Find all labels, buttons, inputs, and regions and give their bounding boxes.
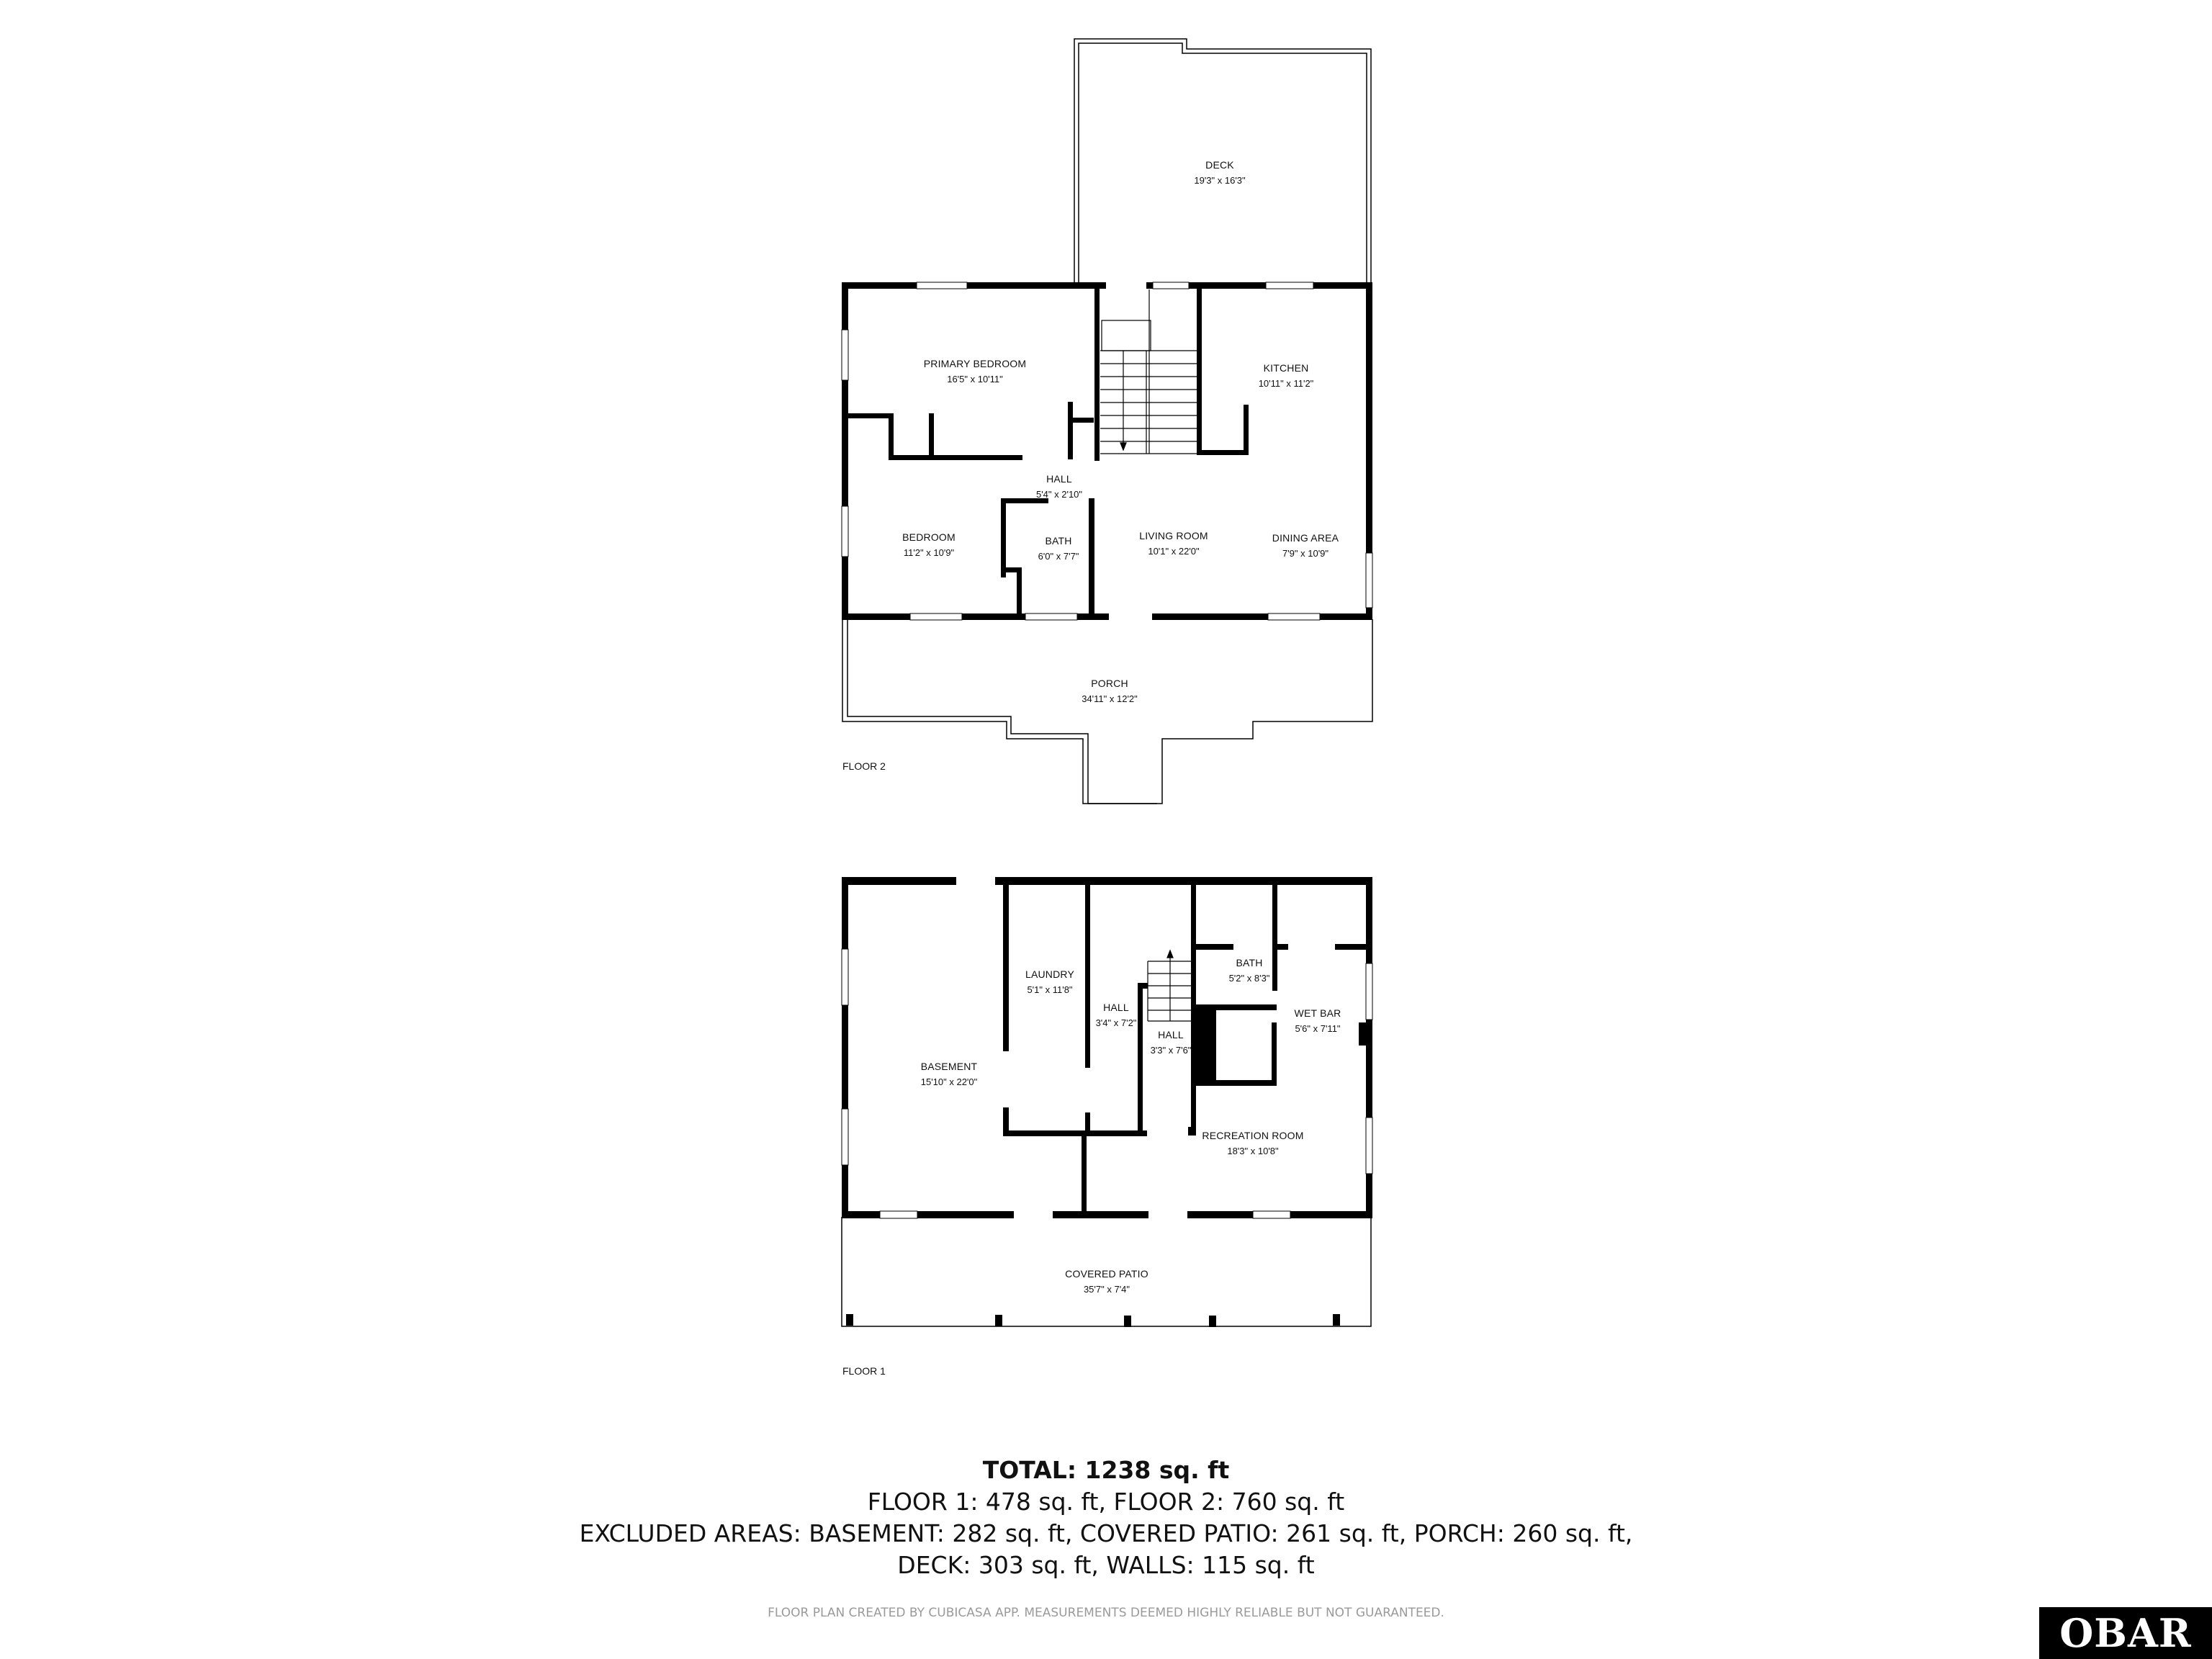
floor-1-doors <box>956 876 1187 1219</box>
floor-1-stairs <box>1147 949 1191 1022</box>
room-name: HALL <box>1103 1002 1129 1014</box>
room-basement: BASEMENT 15'10" x 22'0" <box>921 1059 978 1089</box>
room-name: BATH <box>1045 535 1072 547</box>
room-name: DECK <box>1205 159 1234 171</box>
room-dimensions: 18'3" x 10'8" <box>1227 1145 1279 1156</box>
room-dimensions: 5'6" x 7'11" <box>1295 1022 1341 1034</box>
disclaimer: FLOOR PLAN CREATED BY CUBICASA APP. MEAS… <box>768 1606 1444 1620</box>
room-covered-patio: COVERED PATIO 35'7" x 7'4" <box>1065 1267 1148 1297</box>
room-hall-2-floor1: HALL 3'3" x 7'6" <box>1151 1028 1192 1058</box>
covered-patio-posts <box>846 1314 1340 1327</box>
room-dimensions: 16'5" x 10'11" <box>947 373 1003 385</box>
room-name: HALL <box>1158 1029 1184 1041</box>
room-living-room: LIVING ROOM 10'1" x 22'0" <box>1139 529 1208 559</box>
excluded-areas-line-1: EXCLUDED AREAS: BASEMENT: 282 sq. ft, CO… <box>579 1519 1633 1547</box>
floor-2-label: FLOOR 2 <box>842 760 886 772</box>
room-laundry: LAUNDRY 5'1" x 11'8" <box>1025 967 1074 997</box>
deck-outline <box>1074 38 1372 282</box>
floor-1-drawing <box>841 876 1373 1327</box>
room-dimensions: 7'9" x 10'9" <box>1282 547 1329 559</box>
room-hall-floor2: HALL 5'4" x 2'10" <box>1036 472 1082 502</box>
room-name: BATH <box>1236 957 1263 969</box>
room-dimensions: 5'2" x 8'3" <box>1228 972 1270 984</box>
room-dimensions: 19'3" x 16'3" <box>1194 174 1246 186</box>
covered-patio-outline <box>841 1217 1372 1327</box>
floor-1-label: FLOOR 1 <box>842 1365 886 1377</box>
room-bedroom: BEDROOM 11'2" x 10'9" <box>902 530 956 560</box>
room-bath-floor1: BATH 5'2" x 8'3" <box>1229 956 1270 986</box>
total-area: TOTAL: 1238 sq. ft <box>982 1456 1230 1484</box>
room-recreation-room: RECREATION ROOM 18'3" x 10'8" <box>1202 1128 1303 1159</box>
room-name: WET BAR <box>1294 1007 1341 1020</box>
room-dimensions: 35'7" x 7'4" <box>1083 1283 1130 1295</box>
room-dimensions: 15'10" x 22'0" <box>920 1076 978 1087</box>
floor-2-exterior-walls <box>842 282 1372 620</box>
room-dimensions: 5'1" x 11'8" <box>1027 984 1073 995</box>
floor-areas: FLOOR 1: 478 sq. ft, FLOOR 2: 760 sq. ft <box>867 1488 1345 1516</box>
room-dimensions: 6'0" x 7'7" <box>1038 550 1079 562</box>
room-dimensions: 5'4" x 2'10" <box>1035 488 1083 500</box>
room-name: DINING AREA <box>1272 532 1339 544</box>
room-dimensions: 10'11" x 11'2" <box>1258 377 1314 389</box>
floor-2-drawing <box>841 38 1373 804</box>
floor-2-interior-walls <box>842 282 1249 619</box>
room-dimensions: 3'4" x 7'2" <box>1095 1017 1137 1028</box>
floor-2-doors <box>1106 282 1152 621</box>
room-name: HALL <box>1046 473 1072 485</box>
room-porch: PORCH 34'11" x 12'2" <box>1082 676 1138 706</box>
room-primary-bedroom: PRIMARY BEDROOM 16'5" x 10'11" <box>924 356 1027 387</box>
room-name: LIVING ROOM <box>1139 530 1208 542</box>
floor-1-interior-walls <box>1003 884 1368 1213</box>
room-dimensions: 3'3" x 7'6" <box>1150 1044 1192 1056</box>
floor-2-stairs <box>1100 289 1197 454</box>
room-dimensions: 10'1" x 22'0" <box>1148 545 1200 557</box>
room-name: BASEMENT <box>920 1061 978 1073</box>
room-name: RECREATION ROOM <box>1202 1130 1304 1142</box>
obar-logo: OBAR <box>2039 1607 2212 1659</box>
room-bath-floor2: BATH 6'0" x 7'7" <box>1038 534 1079 564</box>
room-kitchen: KITCHEN 10'11" x 11'2" <box>1259 361 1314 391</box>
room-wet-bar: WET BAR 5'6" x 7'11" <box>1295 1006 1341 1036</box>
excluded-areas-line-2: DECK: 303 sq. ft, WALLS: 115 sq. ft <box>897 1551 1315 1579</box>
room-name: PORCH <box>1091 678 1128 690</box>
room-name: BEDROOM <box>902 531 956 544</box>
floor-1-exterior-walls <box>842 877 1372 1218</box>
room-name: PRIMARY BEDROOM <box>923 358 1027 370</box>
floor-1-windows <box>841 948 1373 1219</box>
floor-2-windows <box>841 282 1373 621</box>
room-hall-1-floor1: HALL 3'4" x 7'2" <box>1096 1000 1137 1030</box>
room-dimensions: 34'11" x 12'2" <box>1082 693 1138 704</box>
porch-outline <box>842 619 1373 804</box>
room-dining-area: DINING AREA 7'9" x 10'9" <box>1272 531 1339 561</box>
room-dimensions: 11'2" x 10'9" <box>903 547 955 558</box>
room-name: KITCHEN <box>1263 362 1309 374</box>
room-deck: DECK 19'3" x 16'3" <box>1194 158 1245 188</box>
room-name: LAUNDRY <box>1025 968 1075 981</box>
room-name: COVERED PATIO <box>1065 1268 1148 1280</box>
